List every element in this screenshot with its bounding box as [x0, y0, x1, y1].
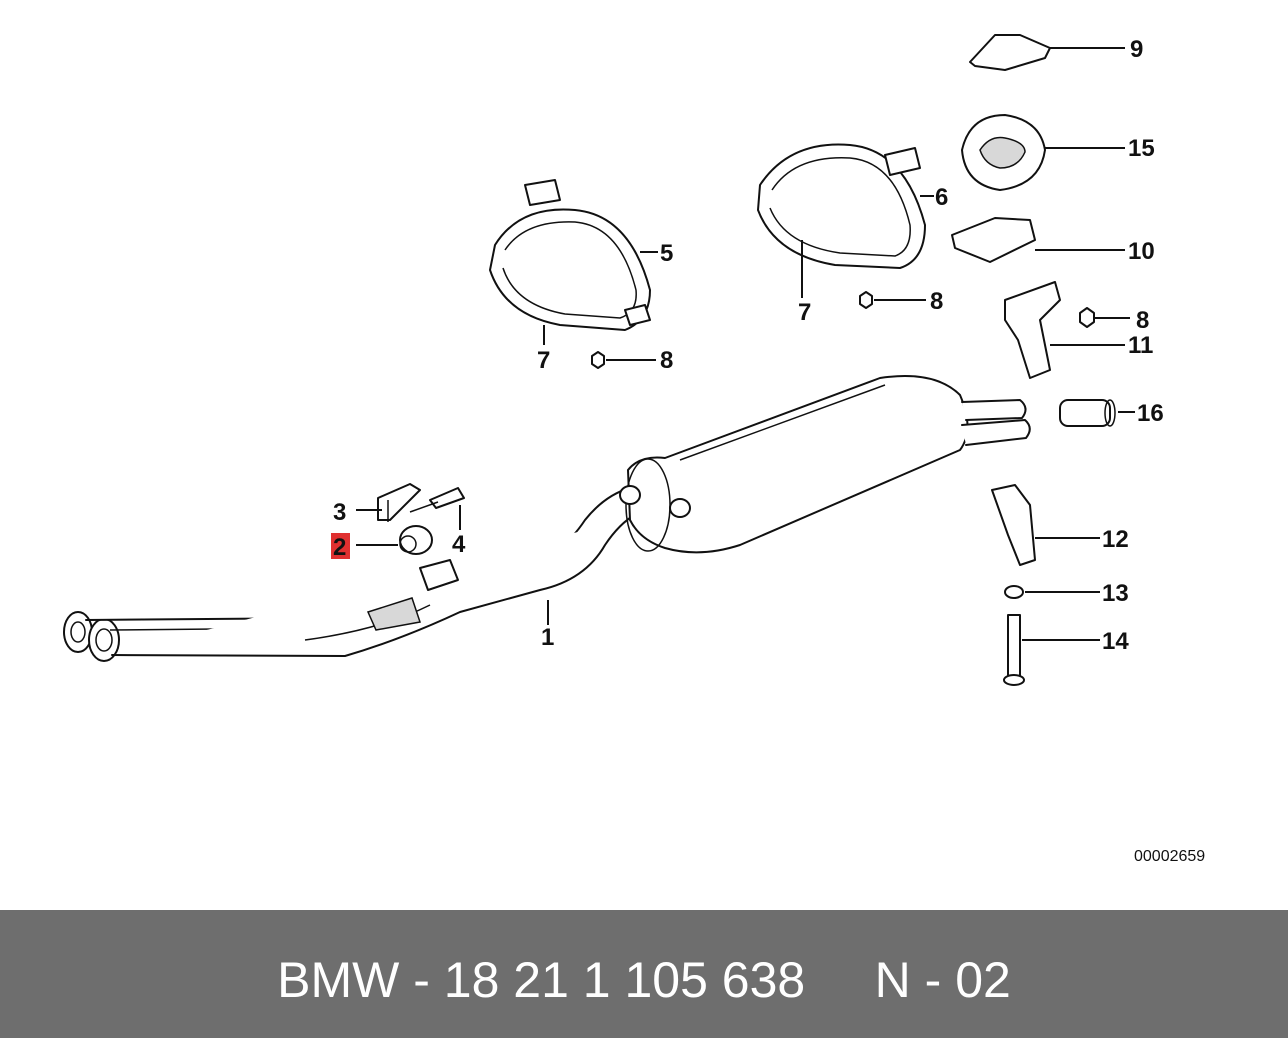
bracket-10 — [951, 217, 1036, 263]
nut-8c — [1079, 307, 1095, 328]
bracket-12 — [991, 484, 1036, 566]
callout-8a: 8 — [660, 347, 673, 374]
clamp-5 — [489, 179, 651, 331]
callout-8c: 8 — [1136, 307, 1149, 334]
callout-6: 6 — [935, 184, 948, 211]
callout-16: 16 — [1137, 400, 1164, 427]
callout-11: 11 — [1128, 332, 1153, 359]
bolt-4 — [409, 487, 465, 513]
callout-7a: 7 — [537, 347, 550, 374]
callout-1: 1 — [541, 624, 554, 651]
sleeve-16 — [1059, 399, 1116, 427]
callout-8b: 8 — [930, 288, 943, 315]
part-number-text: BMW - 18 21 1 105 638 N - 02 — [277, 952, 1011, 1008]
clamp-6 — [757, 143, 926, 269]
callout-12: 12 — [1102, 526, 1129, 553]
leader-lines — [356, 47, 1135, 641]
bracket-9 — [969, 34, 1051, 71]
diagram-reference-code: 00002659 — [1134, 848, 1206, 865]
callout-5: 5 — [660, 240, 673, 267]
exhaust-parts-diagram: 1 2 3 4 5 6 7 7 8 8 8 9 10 11 12 13 14 1… — [63, 34, 1164, 686]
callout-9: 9 — [1130, 36, 1143, 63]
rubber-mount-ring — [399, 525, 433, 555]
exhaust-pipe-muffler — [63, 375, 1031, 662]
bracket-3 — [377, 483, 421, 522]
callout-2: 2 — [333, 534, 346, 561]
part-number-footer: BMW - 18 21 1 105 638 N - 02 — [0, 910, 1288, 1038]
nut-8a — [591, 351, 605, 369]
callout-2-highlight — [331, 533, 350, 559]
callout-10: 10 — [1128, 238, 1155, 265]
callout-4: 4 — [452, 531, 466, 558]
callout-13: 13 — [1102, 580, 1129, 607]
bolt-14 — [1003, 614, 1025, 686]
rubber-mount-15 — [961, 114, 1046, 191]
callout-7b: 7 — [798, 299, 811, 326]
callout-14: 14 — [1102, 628, 1129, 655]
callout-15: 15 — [1128, 135, 1155, 162]
washer-13 — [1004, 585, 1024, 599]
bracket-11 — [1004, 281, 1061, 379]
nut-8b — [859, 291, 873, 309]
callout-3: 3 — [333, 499, 346, 526]
